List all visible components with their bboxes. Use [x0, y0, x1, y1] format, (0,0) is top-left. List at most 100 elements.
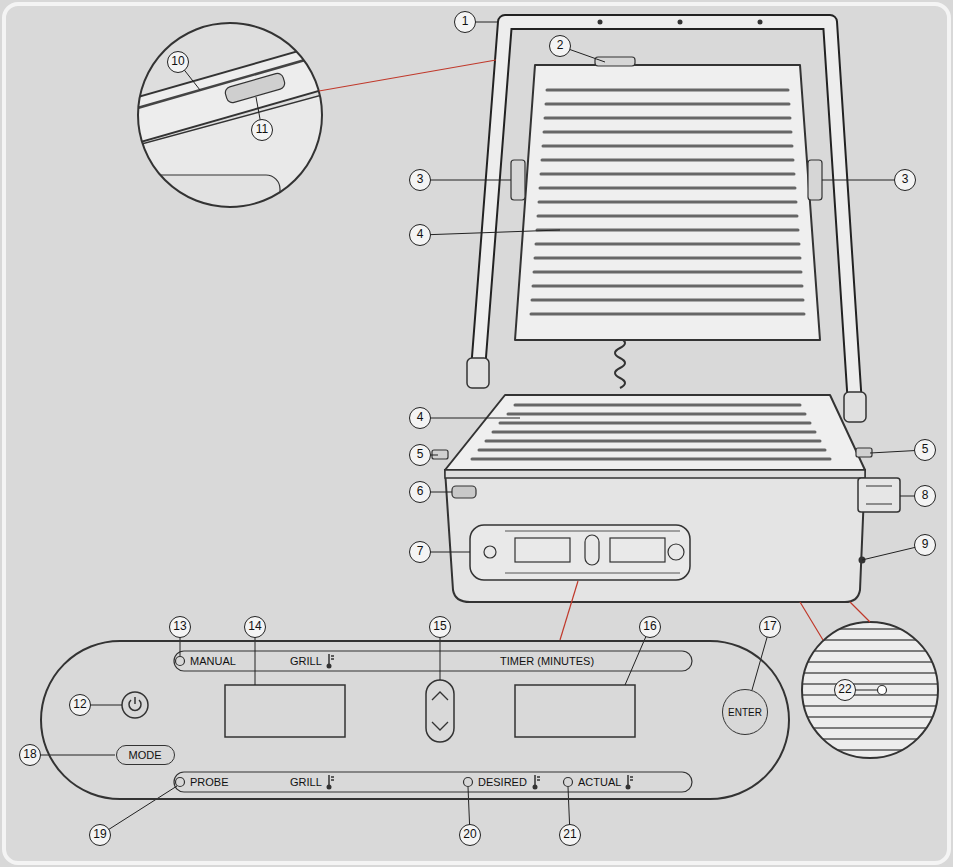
callout-number: 4 — [409, 224, 431, 246]
callout-number: 15 — [429, 616, 451, 638]
thermometer-bulb — [533, 785, 538, 790]
callout-number: 19 — [93, 828, 106, 841]
callout-number: 5 — [417, 448, 424, 461]
callout-number: 9 — [922, 538, 929, 551]
upper-plate — [515, 65, 820, 340]
thermometer-icon — [626, 775, 634, 790]
callout-number: 20 — [463, 828, 476, 841]
panel-label: GRILL — [290, 776, 322, 788]
plate-ridges — [531, 90, 804, 314]
enter-button: ENTER — [722, 689, 768, 735]
mini-panel — [470, 525, 690, 580]
drip-tray-lines — [866, 486, 892, 504]
callout-number: 4 — [409, 407, 431, 429]
thermometer-bulb — [327, 664, 332, 669]
callout-number: 5 — [914, 439, 936, 461]
thermometer-stem — [329, 654, 334, 664]
handle-outline — [478, 22, 855, 405]
mini-enter — [668, 544, 684, 560]
inset-panel — [140, 175, 280, 220]
callout-number: 4 — [417, 228, 424, 241]
callout-number: 9 — [914, 534, 936, 556]
callout-number: 3 — [417, 173, 424, 186]
callout-number: 16 — [639, 616, 661, 638]
plate-ridges — [472, 405, 830, 459]
mini-display — [515, 538, 570, 562]
panel-label: ACTUAL — [578, 776, 621, 788]
plate-lip — [445, 470, 865, 478]
panel-label: DESIRED — [478, 776, 527, 788]
handle-hole — [598, 20, 603, 25]
panel-label: GRILL — [290, 655, 322, 667]
zoom-circle — [138, 23, 322, 207]
callout-number: 10 — [167, 51, 189, 73]
rocker-arrows — [432, 692, 448, 730]
callout-number: 13 — [169, 616, 191, 638]
thermometer-stem — [535, 775, 540, 785]
thermometer-icon — [327, 654, 335, 669]
callout-number: 8 — [914, 485, 936, 507]
callout-number: 15 — [433, 620, 446, 633]
callout-number: 11 — [251, 119, 273, 141]
side-tab — [511, 160, 525, 200]
panel-label: MANUAL — [190, 655, 236, 667]
callout-number: 13 — [173, 620, 186, 633]
callout-number: 8 — [922, 489, 929, 502]
inset-stripe — [120, 50, 340, 113]
power-button — [122, 692, 148, 718]
button-label: MODE — [129, 749, 162, 761]
indicator-led — [176, 778, 185, 787]
handle-hole — [678, 20, 683, 25]
inset-badge — [224, 72, 286, 104]
callout-number: 3 — [902, 173, 909, 186]
zoom-line — [560, 581, 578, 640]
indicator-led — [176, 657, 185, 666]
power-symbol — [129, 697, 141, 710]
handle-hole — [758, 20, 763, 25]
callout-number: 18 — [19, 744, 41, 766]
label-row — [174, 651, 692, 671]
callout-number: 2 — [549, 35, 571, 57]
grill-body — [445, 470, 865, 602]
callout-number: 11 — [256, 123, 268, 136]
callout-number: 18 — [23, 748, 36, 761]
callout-number: 22 — [838, 683, 851, 696]
inset-handle-outline — [120, 62, 340, 125]
hinge — [844, 392, 866, 422]
callout-number: 12 — [73, 698, 86, 711]
inset-led — [155, 189, 161, 195]
panel-label: TIMER (MINUTES) — [500, 655, 594, 667]
indicator-led — [564, 778, 573, 787]
callout-number: 4 — [417, 411, 424, 424]
callout-number: 1 — [462, 15, 469, 28]
label-row — [174, 772, 692, 792]
lid-tab — [595, 57, 635, 66]
panel-label: PROBE — [190, 776, 229, 788]
zoom-line — [800, 602, 870, 640]
side-tab — [808, 160, 822, 200]
handle — [478, 22, 855, 405]
mini-rocker — [585, 535, 599, 565]
thermometer-stem — [329, 775, 334, 785]
callout-number: 20 — [459, 824, 481, 846]
control-panel: MANUAL GRILL TIMER (MINUTES) PROBE GRILL DESI… — [40, 640, 790, 800]
callout-number: 21 — [559, 824, 581, 846]
thermometer-icon — [533, 775, 541, 790]
inset-handle — [120, 62, 340, 125]
callout-number: 21 — [563, 828, 576, 841]
mini-display — [610, 538, 665, 562]
callout-number: 17 — [759, 616, 781, 638]
callout-number: 3 — [894, 169, 916, 191]
mini-panel-lines — [505, 531, 680, 573]
leader-lines — [30, 22, 925, 835]
callout-number: 6 — [417, 485, 424, 498]
release-button — [452, 486, 476, 498]
callout-number: 1 — [454, 11, 476, 33]
callout-number: 17 — [763, 620, 776, 633]
callout-number: 6 — [409, 481, 431, 503]
callout-number: 3 — [409, 169, 431, 191]
display-window — [225, 685, 345, 737]
callout-number: 10 — [171, 55, 184, 68]
callout-number: 22 — [834, 679, 856, 701]
